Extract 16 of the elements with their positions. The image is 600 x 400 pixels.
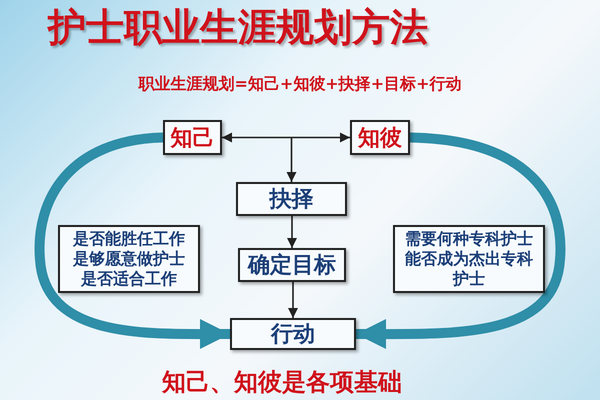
arrow	[222, 132, 350, 142]
note-box: 是否能胜任工作是够愿意做护士是否适合工作	[58, 225, 200, 293]
arrow	[287, 216, 297, 248]
curved-arrow	[34, 132, 230, 350]
step-box: 抉择	[236, 182, 347, 216]
title: 护士职业生涯规划方法	[48, 4, 428, 51]
curved-arrow	[356, 132, 566, 350]
source-box: 知己	[163, 120, 222, 155]
caption-text: 知己、知彼是各项基础	[160, 367, 403, 398]
arrow	[286, 138, 296, 182]
step-box: 确定目标	[238, 248, 346, 282]
formula-text: 职业生涯规划=知己+知彼+抉择+目标+行动	[137, 74, 463, 95]
arrow	[288, 282, 298, 318]
step-box: 行动	[230, 318, 356, 350]
note-box: 需要何种专科护士能否成为杰出专科护士	[393, 225, 545, 293]
source-box: 知彼	[350, 120, 410, 155]
